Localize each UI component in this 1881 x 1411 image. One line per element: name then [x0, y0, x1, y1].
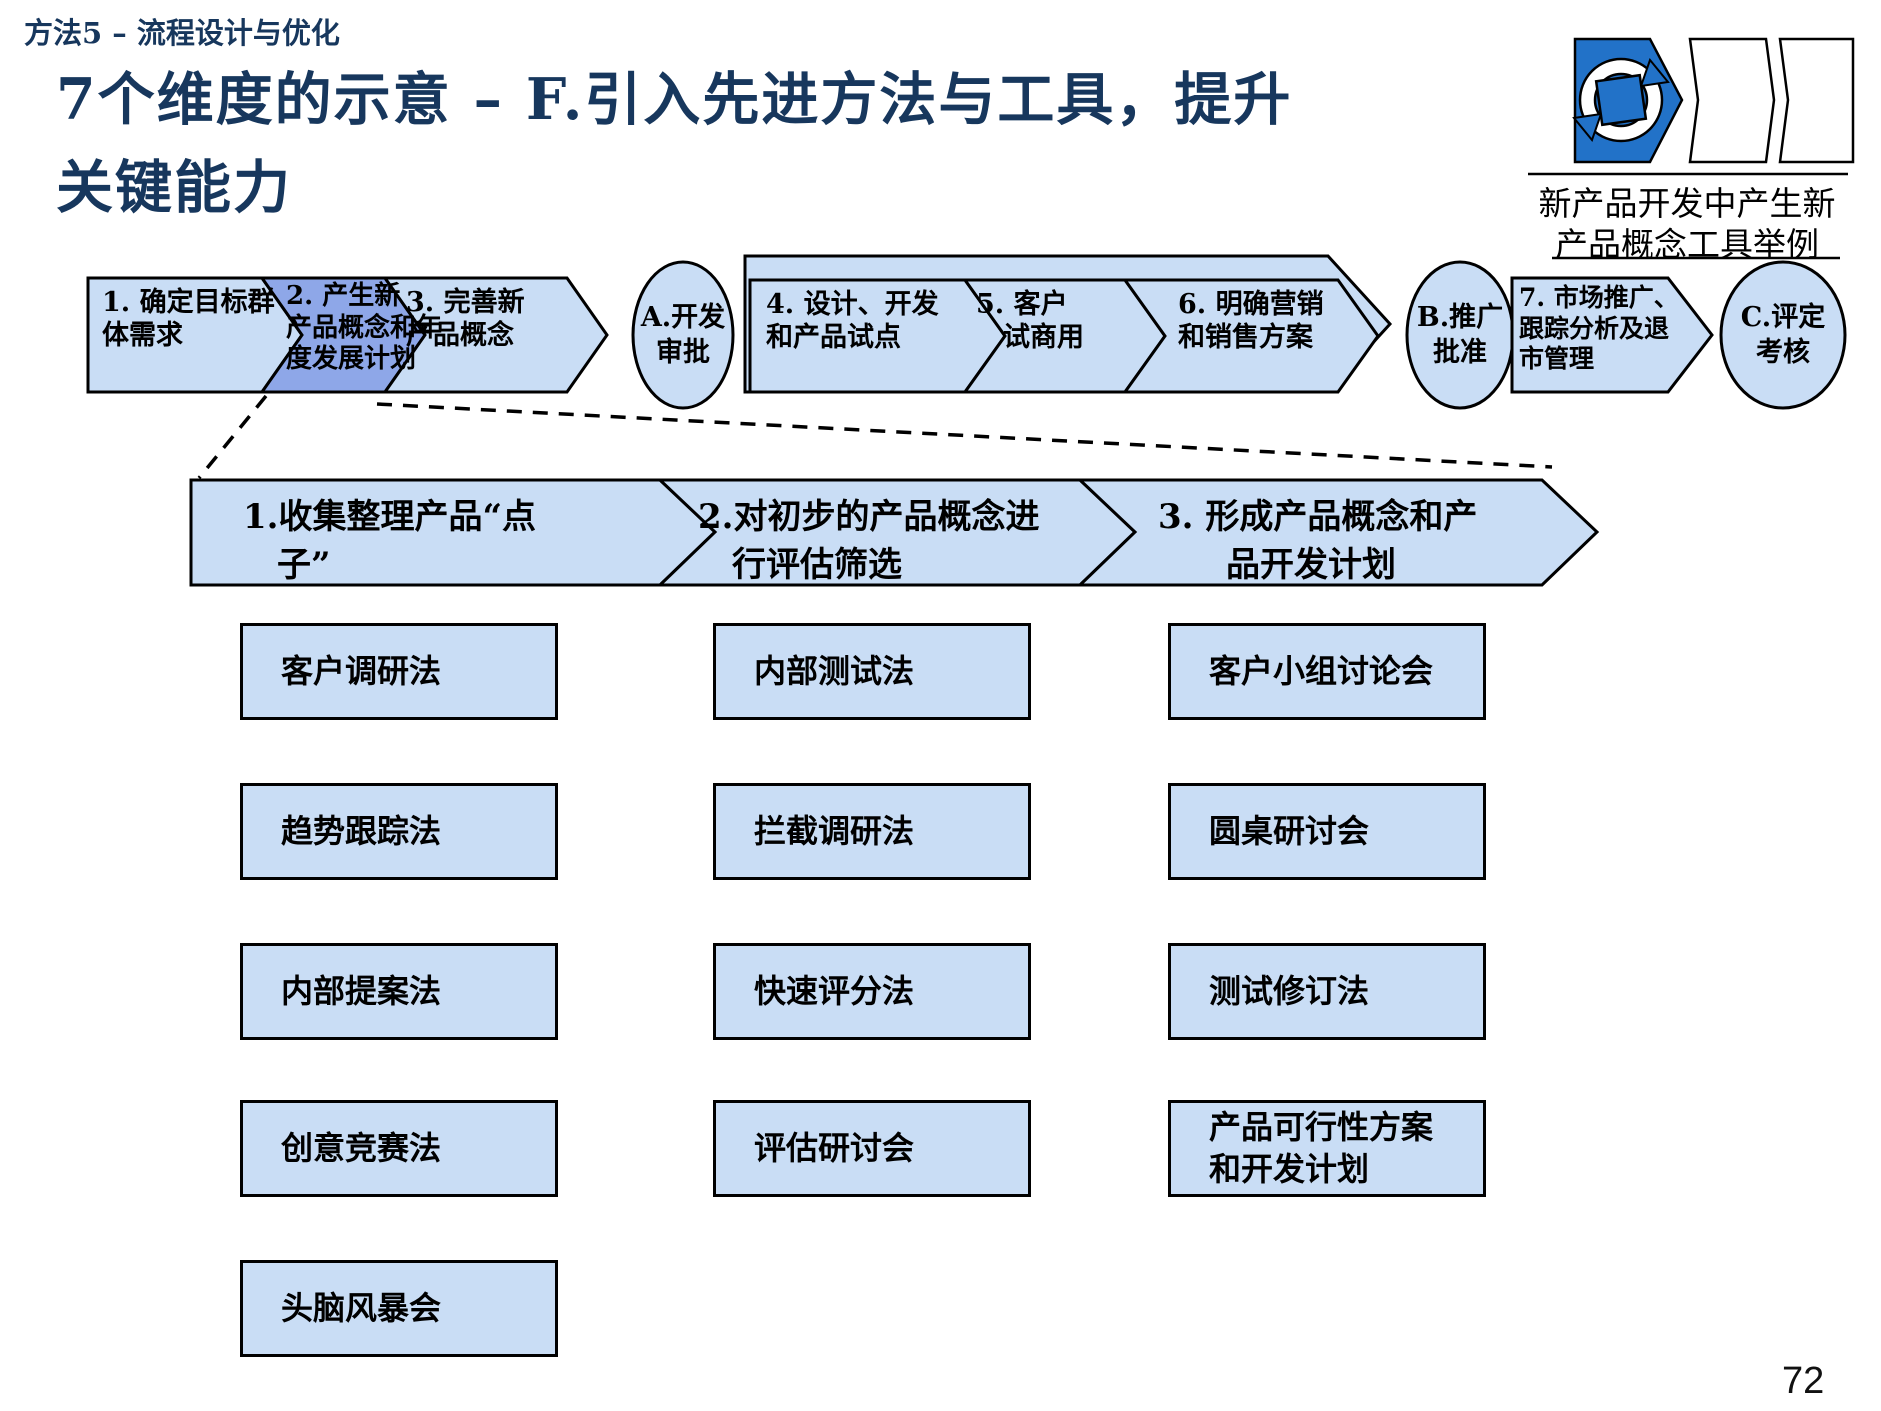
tool-box-test-revision: 测试修订法 [1168, 943, 1486, 1040]
tool-box-label: 创意竞赛法 [281, 1128, 442, 1167]
tool-box-label: 快速评分法 [754, 971, 915, 1010]
slide-header: 方法5 – 流程设计与优化 [24, 16, 340, 50]
logo-caption-line2: 产品概念工具举例 [1555, 225, 1819, 264]
sub-step-1-label: 1.收集整理产品“点 子” [243, 497, 537, 585]
slide-title-line2: 关键能力 [56, 154, 292, 221]
tool-box-label: 趋势跟踪法 [281, 811, 442, 850]
tool-box-label: 拦截调研法 [754, 811, 915, 850]
flow-step-2-label: 2. 产生新 产品概念和年 度发展计划 [286, 281, 443, 375]
expand-dashed-line-left [197, 394, 268, 480]
flow-step-5-label: 5. 客户 试商用 [976, 289, 1084, 353]
tool-box-intercept-survey: 拦截调研法 [713, 783, 1031, 880]
tool-box-label: 测试修订法 [1209, 971, 1370, 1010]
tool-box-brainstorming: 头脑风暴会 [240, 1260, 558, 1357]
recycle-arrowhead-bottom-icon [1572, 112, 1603, 143]
slide-title-line1: 7个维度的示意 – F.引入先进方法与工具，提升 [56, 66, 1293, 133]
flow-step-3-shape [382, 276, 609, 394]
gate-b-label: B.推广 批准 [1416, 301, 1504, 368]
tool-box-trend-tracking: 趋势跟踪法 [240, 783, 558, 880]
tool-box-quick-scoring: 快速评分法 [713, 943, 1031, 1040]
flow-step-1-label: 1. 确定目标群 体需求 [102, 287, 275, 351]
tool-box-label: 客户小组讨论会 [1209, 651, 1434, 690]
tool-box-label: 头脑风暴会 [281, 1288, 442, 1327]
tool-box-internal-testing: 内部测试法 [713, 623, 1031, 720]
page-number: 72 [1782, 1360, 1825, 1402]
sub-step-3-label: 3. 形成产品概念和产 品开发计划 [1158, 497, 1478, 585]
logo-chevron-2 [1688, 37, 1776, 164]
logo-center-square [1594, 73, 1648, 127]
sub-step-2-label: 2.对初步的产品概念进 行评估筛选 [698, 497, 1040, 585]
flow-step-6-shape [1122, 278, 1380, 394]
tool-box-evaluation-workshop: 评估研讨会 [713, 1100, 1031, 1197]
expand-dashed-line-right [376, 402, 1553, 469]
tool-box-label: 内部测试法 [754, 651, 915, 690]
tool-box-roundtable: 圆桌研讨会 [1168, 783, 1486, 880]
gate-a-shape [631, 260, 735, 410]
sub-step-3-shape [1076, 478, 1600, 587]
recycle-arrowhead-top-icon [1639, 57, 1670, 88]
flow-step-6-label: 6. 明确营销 和销售方案 [1178, 289, 1324, 353]
tool-box-label: 评估研讨会 [754, 1128, 915, 1167]
logo-caption-line1: 新产品开发中产生新 [1538, 184, 1836, 223]
tool-box-customer-focus-group: 客户小组讨论会 [1168, 623, 1486, 720]
flow-step-7-shape [1510, 276, 1714, 394]
gate-c-shape [1719, 260, 1847, 410]
tool-box-label: 内部提案法 [281, 971, 442, 1010]
tool-box-label: 产品可行性方案 和开发计划 [1209, 1107, 1434, 1188]
tool-box-internal-proposal: 内部提案法 [240, 943, 558, 1040]
flow-step-7-label: 7. 市场推广、 跟踪分析及退 市管理 [1519, 283, 1679, 373]
flow-step-4-label: 4. 设计、开发 和产品试点 [766, 289, 939, 353]
tool-box-customer-research: 客户调研法 [240, 623, 558, 720]
tool-box-label: 客户调研法 [281, 651, 442, 690]
logo-chevron-3 [1778, 37, 1855, 164]
tool-box-idea-contest: 创意竞赛法 [240, 1100, 558, 1197]
tool-box-feasibility-plan: 产品可行性方案 和开发计划 [1168, 1100, 1486, 1197]
tool-box-label: 圆桌研讨会 [1209, 811, 1370, 850]
gate-a-label: A.开发 审批 [640, 301, 726, 368]
gate-c-label: C.评定 考核 [1740, 301, 1826, 368]
flow-step-3-label: 3. 完善新 产品概念 [406, 287, 525, 351]
